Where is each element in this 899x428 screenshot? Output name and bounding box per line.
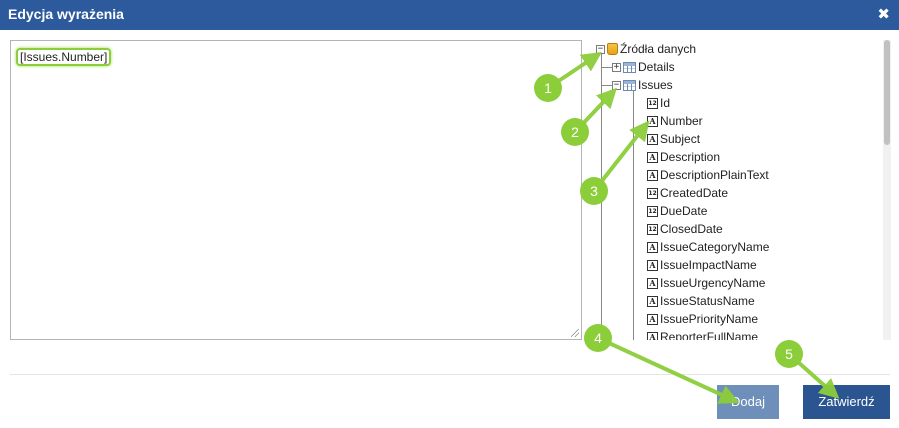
text-field-icon: A [647, 151, 658, 163]
resize-grip-icon[interactable] [571, 329, 579, 337]
expand-icon[interactable]: + [612, 61, 621, 72]
numeric-field-icon: 12 [647, 223, 658, 235]
tree-field-label: ClosedDate [660, 222, 723, 236]
text-field-icon: A [647, 277, 658, 289]
tree-field-label: Subject [660, 132, 701, 146]
callout-arrow [596, 336, 740, 404]
text-field-icon: A [647, 313, 658, 325]
tree-field-label: IssueImpactName [660, 258, 757, 272]
dialog-titlebar: Edycja wyrażenia ✖ [0, 0, 899, 30]
collapse-icon[interactable]: − [596, 43, 605, 54]
tree-connector [633, 90, 634, 340]
add-button[interactable]: Dodaj [717, 385, 779, 419]
tree-connector [601, 67, 615, 68]
tree-node-data-sources[interactable]: − Źródła danych [596, 40, 696, 58]
tree-node-label: Issues [638, 78, 673, 92]
tree-node-label: Źródła danych [620, 42, 697, 56]
tree-field-label: IssuePriorityName [660, 312, 759, 326]
tree-node-details[interactable]: + Details [612, 58, 675, 76]
tree-connector [601, 54, 602, 340]
tree-field-label: IssueCategoryName [660, 240, 770, 254]
tree-field-label: IssueUrgencyName [660, 276, 766, 290]
tree-field-label: Number [660, 114, 703, 128]
tree-field-label: Id [660, 96, 671, 110]
database-icon [607, 43, 618, 55]
tree-connector [601, 85, 615, 86]
scrollbar-thumb[interactable] [884, 40, 890, 145]
numeric-field-icon: 12 [647, 205, 658, 217]
text-field-icon: A [647, 241, 658, 253]
text-field-icon: A [647, 331, 658, 340]
footer-divider [10, 374, 890, 375]
close-icon[interactable]: ✖ [877, 5, 890, 23]
text-field-icon: A [647, 295, 658, 307]
tree-field-label: DescriptionPlainText [660, 168, 769, 182]
tree-field-label: CreatedDate [660, 186, 729, 200]
numeric-field-icon: 12 [647, 187, 658, 199]
collapse-icon[interactable]: − [612, 79, 621, 90]
confirm-button[interactable]: Zatwierdź [803, 385, 890, 419]
text-field-icon: A [647, 259, 658, 271]
tree-field-label: IssueStatusName [660, 294, 755, 308]
table-icon [623, 61, 636, 73]
tree-node-label: Details [638, 60, 675, 74]
tree-scrollbar[interactable] [883, 40, 891, 340]
expression-editor[interactable]: [Issues.Number] [10, 40, 582, 340]
tree-field-label: ReporterFullName [660, 330, 759, 340]
callout-badge [775, 340, 803, 368]
text-field-icon: A [647, 133, 658, 145]
tree-field-label: Description [660, 150, 721, 164]
tree-field-label: DueDate [660, 204, 708, 218]
text-field-icon: A [647, 169, 658, 181]
numeric-field-icon: 12 [647, 97, 658, 109]
callout-number: 5 [785, 346, 793, 362]
table-icon [623, 79, 636, 91]
text-field-icon: A [647, 115, 658, 127]
expression-token[interactable]: [Issues.Number] [16, 48, 112, 66]
tree-node-issues[interactable]: − Issues [612, 76, 673, 94]
dialog-title: Edycja wyrażenia [8, 6, 124, 22]
